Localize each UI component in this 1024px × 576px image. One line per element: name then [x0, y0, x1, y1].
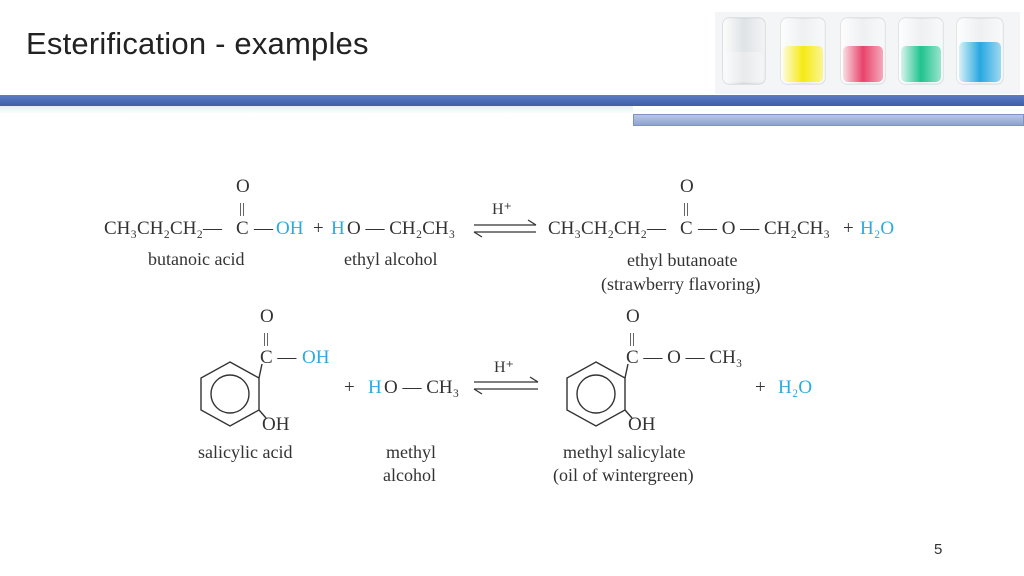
r1-label-acid: butanoic acid: [148, 249, 244, 269]
reaction-1: CH₃CH₂CH₂— O || C — OH + H O — CH₂CH₃ H⁺…: [104, 176, 894, 295]
beaker-blue: [956, 17, 1004, 85]
r1-reactant-chain: CH₃CH₂CH₂—: [104, 218, 223, 239]
r2-ring-hydroxyl: OH: [262, 414, 290, 435]
r2-carbon-group: C —: [260, 347, 297, 368]
beaker-green: [898, 17, 944, 85]
r1-alcohol-rest: O — CH₂CH₃: [347, 218, 455, 239]
decorative-fade: [0, 106, 633, 114]
r1-product-ester: — O — CH₂CH₃: [697, 218, 830, 239]
r1-catalyst: H⁺: [492, 201, 512, 218]
r2-alcohol-hydrogen: H: [368, 377, 382, 398]
r2-equilibrium-arrow: [473, 376, 539, 395]
page-number: 5: [934, 541, 943, 558]
r2-label-product: methyl salicylate: [563, 442, 685, 462]
r1-product-double-bond: ||: [683, 201, 689, 217]
r2-label-acid: salicylic acid: [198, 442, 292, 462]
r2-product-double-bond: ||: [629, 331, 635, 347]
r1-double-bond: ||: [239, 201, 245, 217]
r1-product-carbonyl-oxygen: O: [680, 176, 694, 197]
r2-catalyst: H⁺: [494, 359, 514, 376]
beaker-yellow: [780, 17, 826, 85]
r1-carbon: C: [236, 218, 249, 239]
r1-alcohol-hydrogen: H: [331, 218, 345, 239]
r1-label-product: ethyl butanoate: [627, 250, 737, 270]
r2-product-benzene-ring: [566, 361, 633, 427]
reaction-2: O || C — OH OH + H O — CH₃ H⁺ O || C — O…: [198, 306, 812, 486]
r2-product-ring-hydroxyl: OH: [628, 414, 656, 435]
r2-label-product-note: (oil of wintergreen): [553, 465, 694, 486]
r1-product-carbon: C: [680, 218, 693, 239]
r2-hydroxyl: OH: [302, 347, 330, 368]
r1-carbonyl-oxygen: O: [236, 176, 250, 197]
r1-plus-2: +: [843, 218, 854, 239]
r1-hydroxyl: OH: [276, 218, 304, 239]
r2-product-carbonyl-oxygen: O: [626, 306, 640, 327]
r2-alcohol-rest: O — CH₃: [384, 377, 459, 398]
r2-product-group: C — O — CH₃: [626, 347, 742, 368]
r2-label-alcohol-line1: methyl: [386, 442, 436, 462]
r2-carbonyl-oxygen: O: [260, 306, 274, 327]
r1-label-alcohol: ethyl alcohol: [344, 249, 437, 269]
beakers-image: [715, 12, 1020, 94]
beaker-pink: [840, 17, 886, 85]
r2-benzene-ring: [200, 361, 267, 427]
r2-label-alcohol-line2: alcohol: [383, 465, 436, 485]
r1-label-product-note: (strawberry flavoring): [601, 274, 760, 295]
r1-bond: —: [253, 218, 274, 239]
r1-plus: +: [313, 218, 324, 239]
r1-water: H₂O: [860, 218, 894, 239]
r2-plus: +: [344, 377, 355, 398]
r1-equilibrium-arrow: [473, 219, 537, 238]
r2-water: H₂O: [778, 377, 812, 398]
r2-plus-2: +: [755, 377, 766, 398]
slide-title: Esterification - examples: [26, 26, 369, 61]
title-underline-bar: [0, 95, 1024, 106]
r1-product-chain: CH₃CH₂CH₂—: [548, 218, 667, 239]
r2-double-bond: ||: [263, 331, 269, 347]
beaker-clear: [722, 17, 766, 85]
